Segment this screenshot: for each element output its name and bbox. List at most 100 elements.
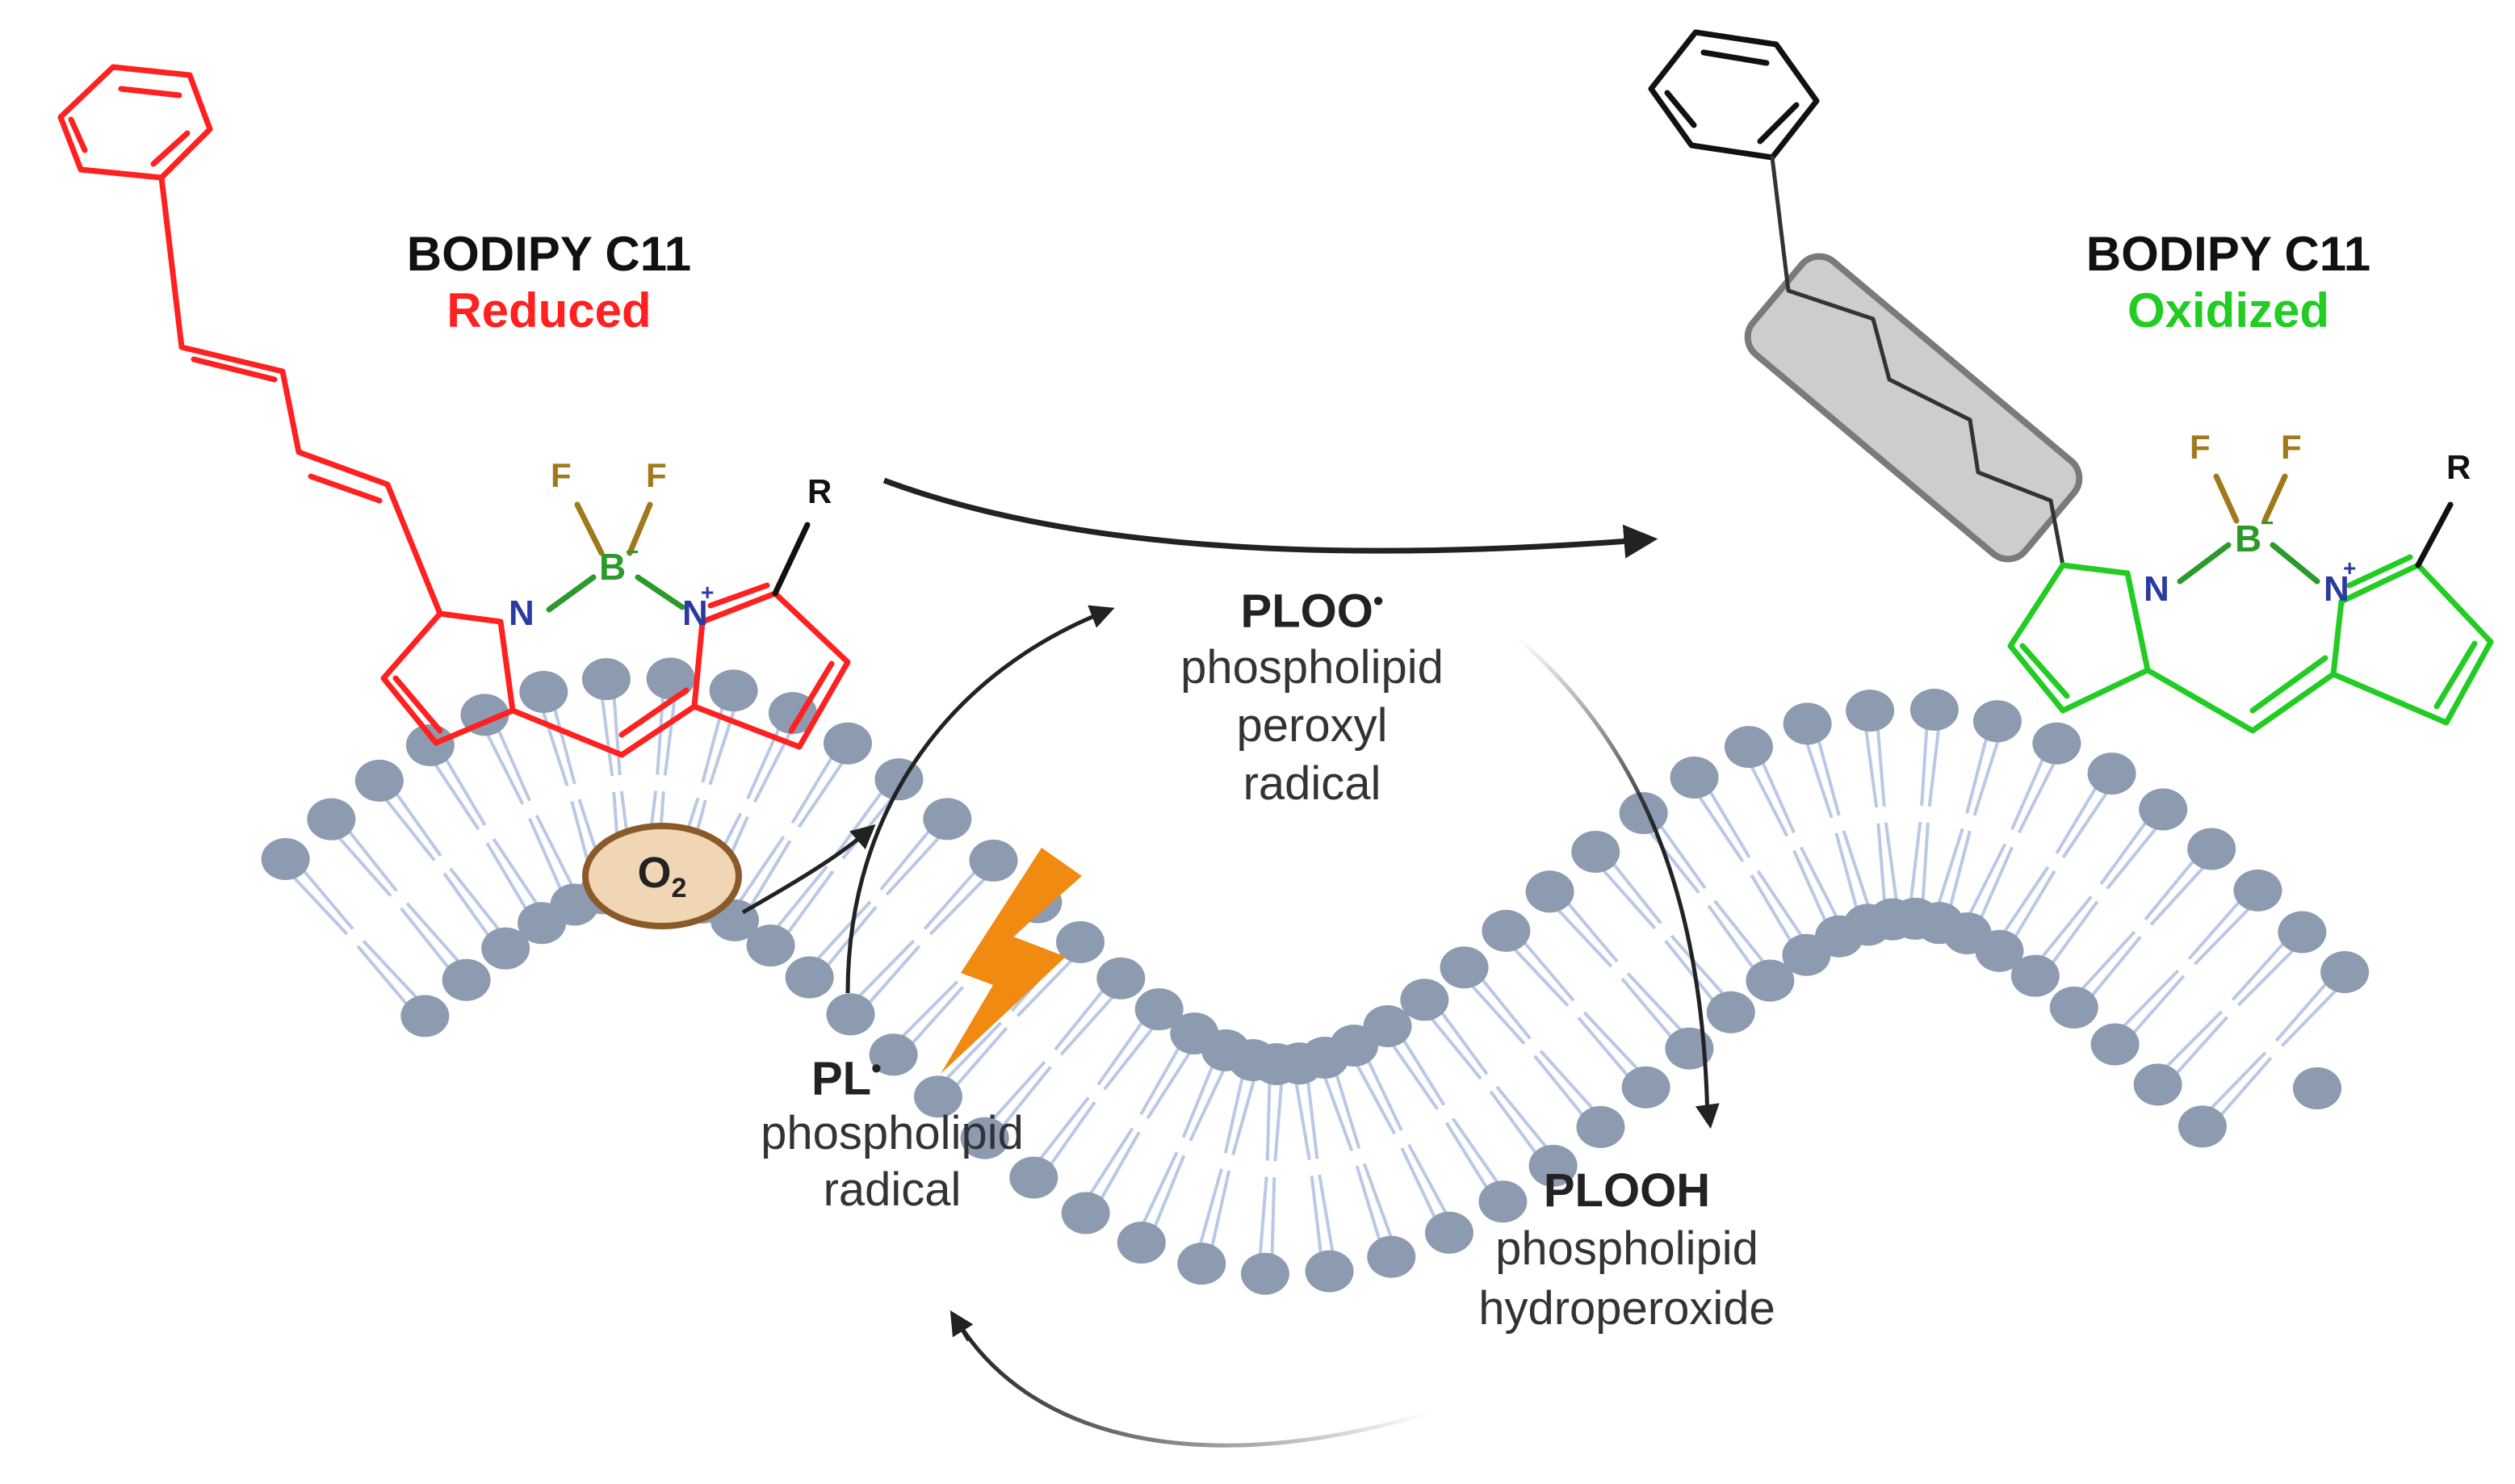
oxidized-r-group: R [2446, 448, 2471, 486]
lipid-head-inner [1478, 1180, 1528, 1223]
pl-symbol: PL [811, 1052, 872, 1105]
ploo-radical-dot: • [1373, 584, 1384, 617]
lipid-head-outer [874, 758, 924, 801]
cleaved-chain-box [1744, 253, 2083, 563]
oxidized-left-pyrrole [2007, 562, 2151, 714]
lipid-head-inner [2178, 1105, 2227, 1148]
lipid-head-inner [1576, 1105, 1625, 1148]
lipid-head-outer [1134, 988, 1184, 1031]
oxidized-phenyl-ring [1648, 29, 1820, 161]
lipid-head-outer [519, 670, 568, 713]
lipid-head-inner [869, 1033, 918, 1076]
reduced-boron: B [599, 546, 627, 588]
bodipy-reduced-structure [57, 64, 851, 758]
oxidized-meso-bridge [2144, 667, 2337, 734]
reduced-nitrogen-charge: + [701, 580, 715, 605]
bodipy-oxidized-structure [1648, 29, 2494, 734]
lipid-head-inner [1061, 1192, 1110, 1235]
lipid-head-outer [1846, 690, 1895, 732]
ploo-label-block: PLOO• phospholipid peroxyl radical [1118, 573, 1506, 813]
lipid-head-inner [746, 924, 795, 967]
oxidized-fluorine-left: F [2190, 428, 2211, 466]
lipid-head-outer [1571, 830, 1620, 873]
reduced-diene-chain [158, 174, 443, 617]
lipid-head-inner [1367, 1235, 1416, 1278]
lipid-head-outer [768, 692, 817, 735]
lipid-head-inner [1240, 1252, 1289, 1295]
lipid-head-outer [1096, 957, 1146, 1000]
pl-label-block: PL• phospholipid radical [710, 1042, 1074, 1218]
reduced-compound-name: BODIPY C11 [406, 227, 692, 281]
lipid-head-inner [826, 993, 875, 1036]
lipid-head-outer [405, 723, 455, 766]
oxidized-nitrogen-left: N [2144, 569, 2169, 609]
lipid-head-outer [2087, 752, 2136, 795]
lipid-head-inner [442, 958, 491, 1001]
reduced-fluorine-right: F [646, 456, 667, 494]
lipid-head-outer [709, 669, 758, 712]
lipid-head-outer [1525, 870, 1574, 913]
lipid-head-inner [2049, 986, 2098, 1029]
pl-to-ploo-arrow [845, 605, 1115, 994]
lipid-head-outer [1440, 946, 1489, 989]
ploo-to-plooh-arrow [1516, 636, 1710, 1123]
ploo-desc-line2: peroxyl [1236, 699, 1388, 752]
reduced-r-group: R [807, 472, 832, 510]
reduced-meso-bridge [509, 703, 698, 758]
lipid-head-inner [1424, 1211, 1473, 1254]
ploo-desc-line3: radical [1243, 757, 1381, 811]
plooh-symbol: PLOOH [1543, 1164, 1711, 1217]
lipid-head-inner [2090, 1023, 2140, 1066]
ploo-desc-line1: phospholipid [1180, 641, 1444, 694]
pl-desc-line1: phospholipid [761, 1107, 1024, 1160]
oxidation-arrow [882, 477, 1658, 559]
reduced-phenyl-ring [57, 64, 213, 181]
oxygen-molecule-bubble [582, 823, 742, 929]
reduced-boron-charge: − [626, 539, 639, 564]
lipid-head-inner [913, 1075, 962, 1118]
oxidized-boron-charge: − [2261, 510, 2274, 535]
oxygen-addition-arrow [741, 824, 876, 915]
lipid-head-inner [1706, 991, 1755, 1033]
oxidized-compound-name: BODIPY C11 [2085, 227, 2371, 281]
reduced-title-block: BODIPY C11 Reduced [388, 226, 710, 339]
lipid-head-outer [2233, 869, 2282, 912]
lipid-head-inner [2133, 1063, 2182, 1106]
reduced-state-label: Reduced [446, 283, 652, 337]
lipid-head-outer [646, 657, 695, 700]
oxidized-state-label: Oxidized [2127, 283, 2330, 337]
oxidized-nitrogen-right: N [2324, 569, 2349, 609]
lipid-head-outer [1363, 1004, 1412, 1047]
plooh-to-pl-arrow [954, 1318, 1430, 1448]
reduced-nitrogen-right: N [682, 593, 708, 633]
lipid-head-outer [307, 798, 356, 841]
lipid-head-outer [823, 722, 872, 765]
lipid-head-inner [1746, 959, 1795, 1002]
lipid-head-outer [2139, 788, 2188, 831]
reduced-left-pyrrole [380, 610, 516, 746]
reduced-right-pyrrole [691, 590, 851, 750]
lipid-head-outer [2320, 951, 2370, 994]
lipid-head-outer [1400, 979, 1449, 1021]
lipid-head-inner [1975, 929, 2024, 972]
plooh-label-block: PLOOH phospholipid hydroperoxide [1413, 1163, 1841, 1339]
lipid-head-outer [1056, 920, 1105, 963]
lipid-head-outer [1670, 757, 1719, 799]
oxygen-subscript: 2 [671, 872, 687, 903]
pl-radical-dot: • [871, 1051, 882, 1084]
lipid-head-outer [1972, 700, 2022, 743]
oxidized-fluorine-right: F [2281, 428, 2302, 466]
lipid-head-outer [261, 837, 310, 880]
lipid-head-outer [2278, 911, 2327, 954]
lipid-bilayer-membrane [261, 657, 2370, 1295]
lipid-head-inner [2293, 1067, 2341, 1109]
lipid-head-outer [354, 759, 404, 802]
plooh-desc-line1: phospholipid [1495, 1222, 1758, 1275]
lipid-head-outer [1619, 792, 1668, 835]
oxidized-nitrogen-charge: + [2343, 555, 2357, 581]
lipid-head-inner [960, 1117, 1009, 1159]
lipid-head-outer [2187, 828, 2236, 870]
lipid-head-inner [2010, 954, 2060, 997]
lipid-head-inner [1528, 1144, 1578, 1187]
